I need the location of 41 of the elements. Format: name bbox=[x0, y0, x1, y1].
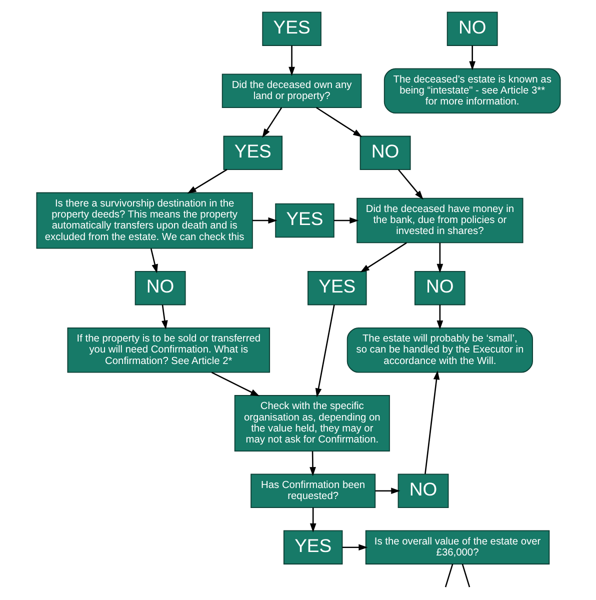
arrow bbox=[288, 46, 294, 76]
node-box: Is the overall value of the estate over £36,000? bbox=[364, 530, 550, 564]
connector bbox=[444, 564, 453, 588]
node-box: NO bbox=[414, 270, 465, 306]
arrow bbox=[334, 217, 358, 224]
node-box: Has Confirmation been requested? bbox=[250, 474, 376, 508]
node-box: The estate will probably be ‘small’, so can be handled by the Executor in accordance with the Will. bbox=[346, 327, 532, 373]
arrow bbox=[398, 169, 423, 200]
arrow bbox=[161, 304, 168, 330]
node-box: YES bbox=[274, 203, 334, 238]
arrow bbox=[262, 107, 282, 138]
arrow bbox=[252, 217, 277, 224]
node-box: YES bbox=[262, 12, 321, 46]
node-box: YES bbox=[307, 270, 366, 306]
node-box: Is there a survivorship destination in the property deeds? This means the property automatically transfers upon death and is excluded from the estate. We can check this bbox=[36, 192, 252, 249]
arrow bbox=[436, 304, 443, 330]
arrow bbox=[314, 304, 334, 398]
arrow bbox=[360, 242, 406, 272]
arrow bbox=[186, 169, 227, 194]
arrow bbox=[316, 107, 362, 138]
arrow bbox=[342, 544, 368, 551]
node-box: NO bbox=[359, 136, 410, 170]
node-box: YES bbox=[222, 136, 282, 170]
node-box: Did the deceased own any land or property? bbox=[221, 74, 362, 108]
connector bbox=[461, 564, 470, 588]
arrow bbox=[309, 508, 316, 532]
node-box: NO bbox=[397, 474, 448, 508]
node-box: The deceased’s estate is known as being “intestate" - see Article 3** for more information. bbox=[383, 68, 560, 114]
arrow bbox=[468, 46, 476, 70]
node-box: NO bbox=[446, 12, 498, 46]
node-box: Did the deceased have money in the bank, due from policies or invested in shares? bbox=[356, 198, 523, 244]
arrow bbox=[436, 242, 443, 273]
node-box: NO bbox=[134, 270, 186, 306]
arrow bbox=[210, 372, 260, 396]
node-box: Check with the specific organisation as, depending on the value held, they may or may not ask for Confirmation. bbox=[234, 395, 390, 452]
arrow bbox=[309, 451, 316, 476]
arrow bbox=[424, 370, 440, 474]
arrow bbox=[375, 488, 400, 494]
node-box: If the property is to be sold or transferred you will need Confirmation. What is Confirmation? See Article 2* bbox=[66, 327, 270, 373]
arrow bbox=[150, 248, 158, 274]
node-box: YES bbox=[282, 530, 342, 564]
